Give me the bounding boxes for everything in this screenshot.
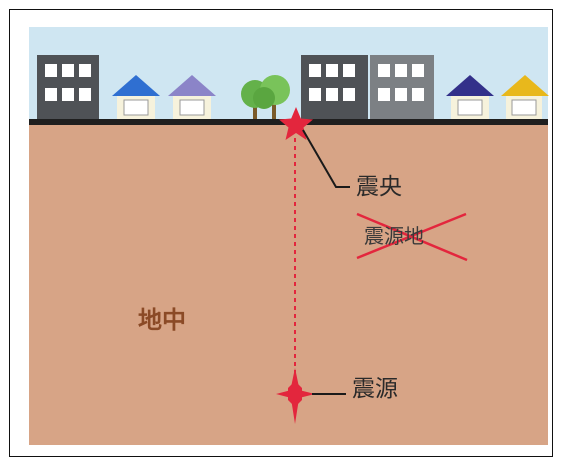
house-icon xyxy=(112,75,160,119)
epicenter-leader-line xyxy=(302,129,350,188)
underground-label: 地中 xyxy=(138,306,186,334)
house-icon xyxy=(168,75,216,119)
building-icon xyxy=(370,55,434,119)
building-icon xyxy=(301,55,368,119)
cross-out-icon xyxy=(356,212,468,262)
struck-term-label: 震源地 xyxy=(364,224,424,248)
epicenter-label: 震央 xyxy=(356,174,402,200)
tree-icon xyxy=(241,75,290,119)
hypocenter-label: 震源 xyxy=(352,376,398,402)
house-icon xyxy=(446,75,494,119)
house-icon xyxy=(501,75,549,119)
burst-icon xyxy=(276,368,315,424)
building-icon xyxy=(37,55,99,119)
